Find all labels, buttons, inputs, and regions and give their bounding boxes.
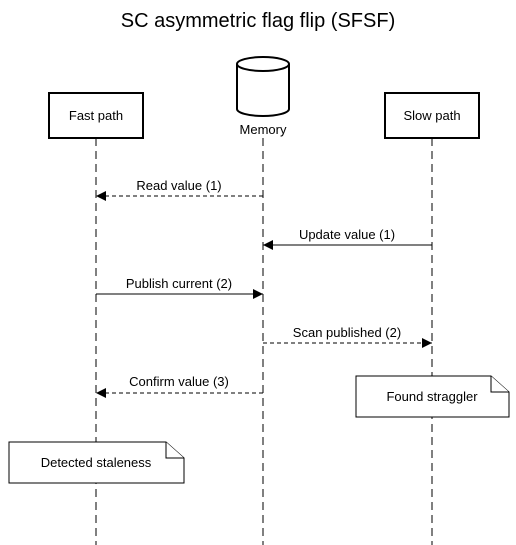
- message-read-value: Read value (1): [96, 178, 263, 201]
- note-found-straggler: Found straggler: [355, 375, 510, 418]
- message-publish-current: Publish current (2): [96, 276, 263, 299]
- message-label: Confirm value (3): [129, 374, 229, 389]
- note-label: Found straggler: [386, 389, 478, 404]
- message-update-value: Update value (1): [263, 227, 432, 250]
- participant-memory-label: Memory: [240, 122, 287, 137]
- message-label: Scan published (2): [293, 325, 401, 340]
- participant-memory: Memory: [235, 56, 290, 137]
- participant-slow-path: Slow path: [384, 92, 480, 139]
- message-label: Publish current (2): [126, 276, 232, 291]
- participant-slow-path-label: Slow path: [403, 108, 460, 123]
- note-detected-staleness: Detected staleness: [8, 441, 185, 484]
- message-confirm-value: Confirm value (3): [96, 374, 263, 398]
- note-label: Detected staleness: [41, 455, 152, 470]
- diagram-title: SC asymmetric flag flip (SFSF): [121, 10, 395, 32]
- database-icon: [235, 56, 290, 117]
- message-scan-published: Scan published (2): [263, 325, 432, 348]
- message-label: Update value (1): [299, 227, 395, 242]
- participant-fast-path-label: Fast path: [69, 108, 123, 123]
- participant-fast-path: Fast path: [48, 92, 144, 139]
- message-label: Read value (1): [136, 178, 221, 193]
